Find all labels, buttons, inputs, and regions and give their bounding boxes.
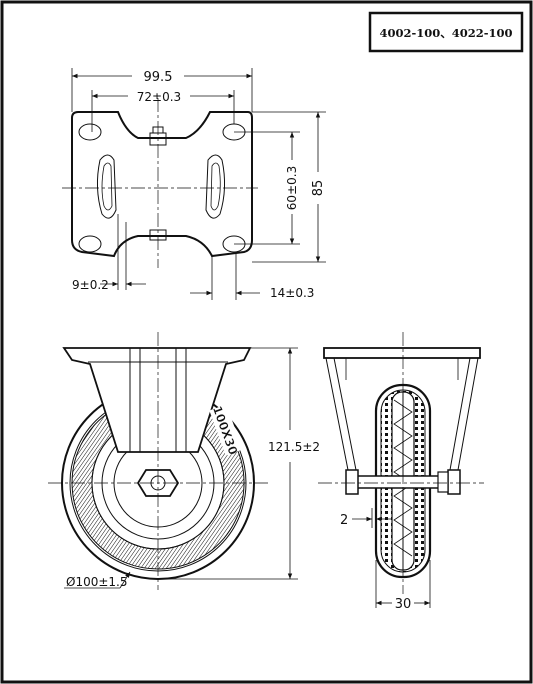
dim-overall-height: 85	[311, 180, 326, 197]
title-block: 4002-100、4022-100	[368, 11, 524, 53]
dim-overall-width: 99.5	[144, 70, 173, 85]
dim-hole-spacing-y: 60±0.3	[285, 166, 299, 210]
top-plate-outline	[71, 111, 253, 258]
dim-wheel-width: 30	[395, 597, 412, 612]
dim-edge-offset: 14±0.3	[270, 286, 314, 300]
front-view: 100X30 121.5±2 Ø100±1.5	[48, 332, 320, 590]
dim-slot-width: 9±0.2	[72, 278, 109, 292]
slot-right	[205, 154, 226, 219]
mounting-hole-bottom-left	[78, 235, 102, 253]
front-fork	[62, 347, 252, 453]
model-number: 4002-100、4022-100	[379, 26, 512, 40]
dim-wheel-diameter: Ø100±1.5	[66, 575, 128, 589]
slot-left	[96, 154, 117, 219]
top-view: 99.5 72±0.3 60±0.3 85 9±0.2 14±0.3	[62, 68, 326, 300]
dim-side-offset: 2	[340, 513, 348, 528]
mounting-hole-top-left	[78, 123, 102, 141]
side-view: 2 30	[318, 332, 484, 612]
dim-total-height: 121.5±2	[268, 440, 320, 454]
dim-hole-spacing-x: 72±0.3	[137, 90, 181, 104]
side-plate	[323, 347, 481, 359]
